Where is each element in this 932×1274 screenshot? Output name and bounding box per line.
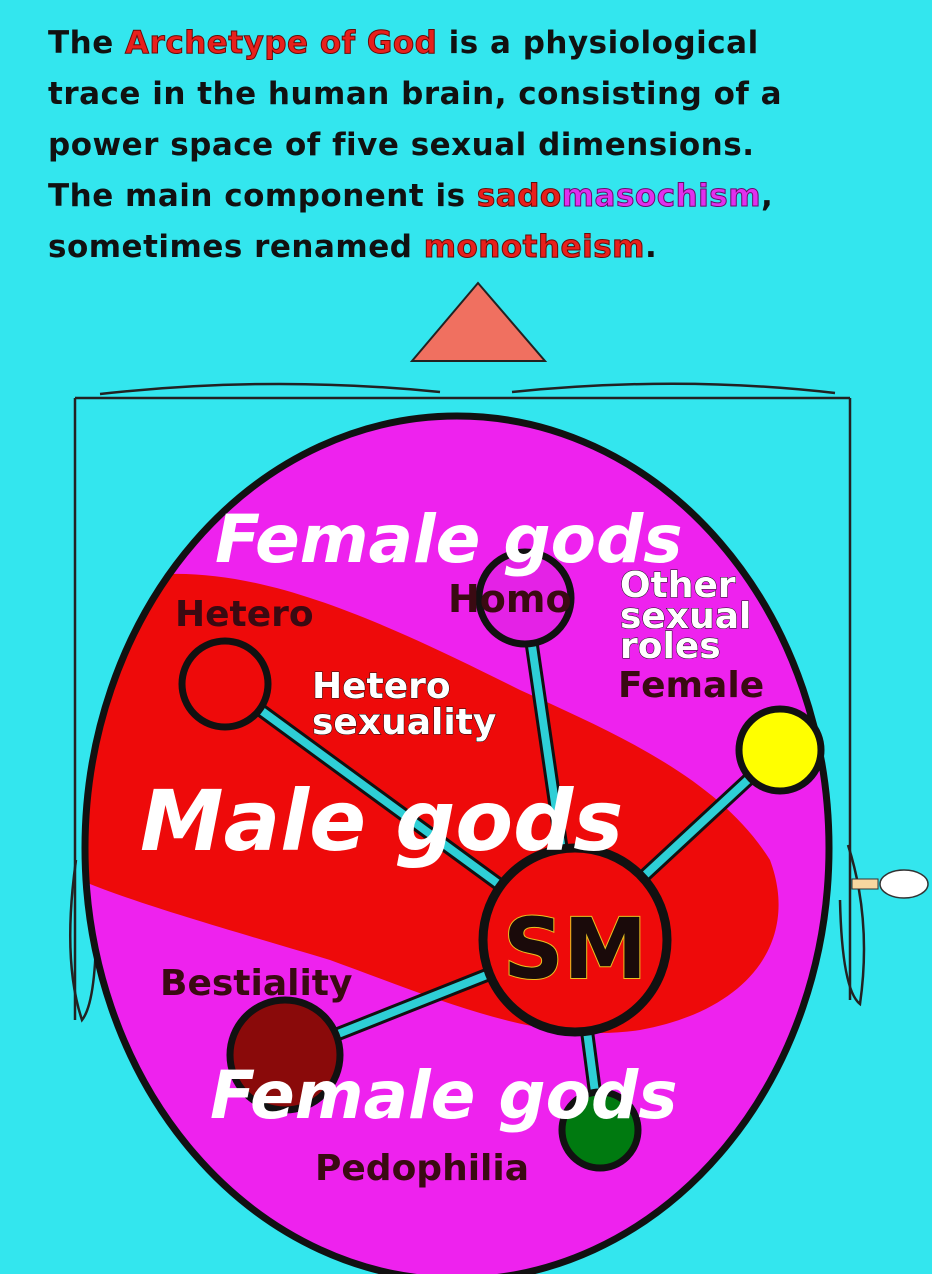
triangle-pointer <box>409 281 548 362</box>
heading-line-4: The main component is sadomasochism, <box>48 178 774 215</box>
homo-node <box>475 548 575 648</box>
archetype-highlight: Archetype of God <box>125 25 438 62</box>
right-ear <box>838 844 866 1007</box>
heading-line-5: sometimes renamed monotheism. <box>48 229 658 266</box>
sm-center-label: SM <box>503 900 647 998</box>
hetero-node <box>178 637 272 731</box>
pedophilia-node <box>558 1088 642 1172</box>
hair-line-right <box>511 382 836 395</box>
sm-center-node <box>478 843 672 1037</box>
female-label: Female <box>618 665 764 706</box>
other-roles-label-3: roles <box>620 626 721 667</box>
female-gods-bottom-label: Female gods <box>210 1057 678 1134</box>
female-node <box>735 705 825 795</box>
masochism-highlight: masochism <box>561 178 762 215</box>
bestiality-node <box>226 996 344 1114</box>
other-roles-label-1: Other <box>620 565 736 606</box>
heading-line-1: The Archetype of God is a physiological <box>48 25 759 62</box>
hetero-label: Hetero <box>175 594 314 635</box>
other-roles-label-2: sexual <box>620 596 751 637</box>
female-gods-top-label: Female gods <box>215 501 683 578</box>
homo-label: Homo <box>448 577 572 621</box>
heading-line-2: trace in the human brain, consisting of … <box>48 76 783 112</box>
monotheism-highlight: monotheism <box>423 229 645 266</box>
hetero-sexuality-label-2: sexuality <box>312 702 496 743</box>
heading-line-3: power space of five sexual dimensions. <box>48 127 755 163</box>
heading-text: The Archetype of God is a physiological … <box>48 18 908 273</box>
hetero-sexuality-label-1: Hetero <box>312 666 451 707</box>
sado-highlight: sado <box>476 178 562 215</box>
bestiality-label: Bestiality <box>160 963 352 1004</box>
earring-stem <box>851 878 879 890</box>
earring-icon <box>879 869 929 899</box>
hair-line-left <box>99 382 441 396</box>
pedophilia-label: Pedophilia <box>315 1148 529 1189</box>
male-gods-label: Male gods <box>140 772 623 870</box>
head-frame <box>73 396 852 1020</box>
head-outline <box>81 412 833 1274</box>
